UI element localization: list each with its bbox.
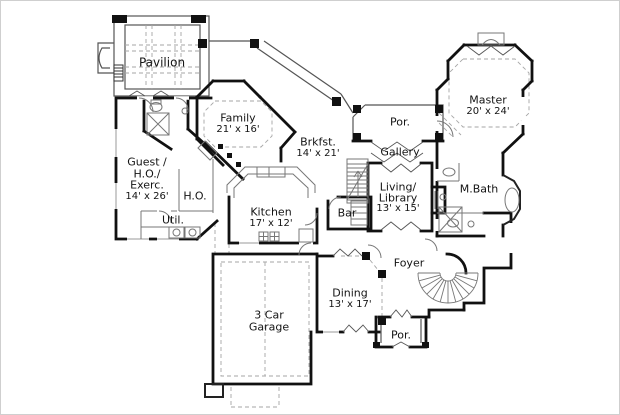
room-label-guest-3: Exerc. — [130, 178, 164, 192]
room-label-util: Util. — [162, 213, 184, 227]
room-label-porch-bottom: Por. — [391, 328, 411, 342]
hatch-block — [113, 64, 124, 82]
room-dims-family: 21' x 16' — [216, 124, 260, 135]
room-dims-master: 20' x 24' — [466, 106, 510, 117]
room-label-ho: H.O. — [183, 189, 207, 203]
room-label-mbath: M.Bath — [459, 182, 499, 196]
room-label-guest-2: H.O./ — [133, 167, 161, 181]
opening-marks — [128, 45, 516, 348]
room-label-living-1: Living/ — [379, 180, 417, 194]
room-label-garage-1: 3 Car — [254, 308, 284, 322]
room-dims-kitchen: 17' x 12' — [249, 218, 293, 229]
room-dims-dining: 13' x 17' — [328, 299, 372, 310]
window-lines — [115, 129, 339, 333]
fixtures — [138, 32, 520, 259]
columns — [112, 15, 443, 348]
room-label-guest-1: Guest / — [127, 155, 167, 169]
spiral-stair — [417, 272, 479, 304]
room-dims-living: 13' x 15' — [376, 203, 420, 214]
room-dims-guest: 14' x 26' — [125, 191, 169, 202]
tub-bay-wall — [204, 174, 521, 398]
room-label-pavilion: Pavilion — [138, 55, 186, 70]
room-label-brkfst: Brkfst. — [300, 135, 336, 149]
room-label-master: Master — [469, 93, 507, 107]
room-label-bar: Bar — [337, 206, 357, 220]
room-label-dining: Dining — [332, 286, 368, 300]
room-label-kitchen: Kitchen — [250, 205, 292, 219]
room-label-family: Family — [220, 111, 256, 125]
room-label-foyer: Foyer — [393, 256, 425, 270]
room-label-porch-top: Por. — [390, 115, 410, 129]
room-label-living-2: Library — [378, 191, 418, 205]
room-dims-brkfst: 14' x 21' — [296, 148, 340, 159]
room-label-garage-2: Garage — [248, 320, 290, 334]
room-label-gallery: Gallery — [380, 145, 420, 159]
